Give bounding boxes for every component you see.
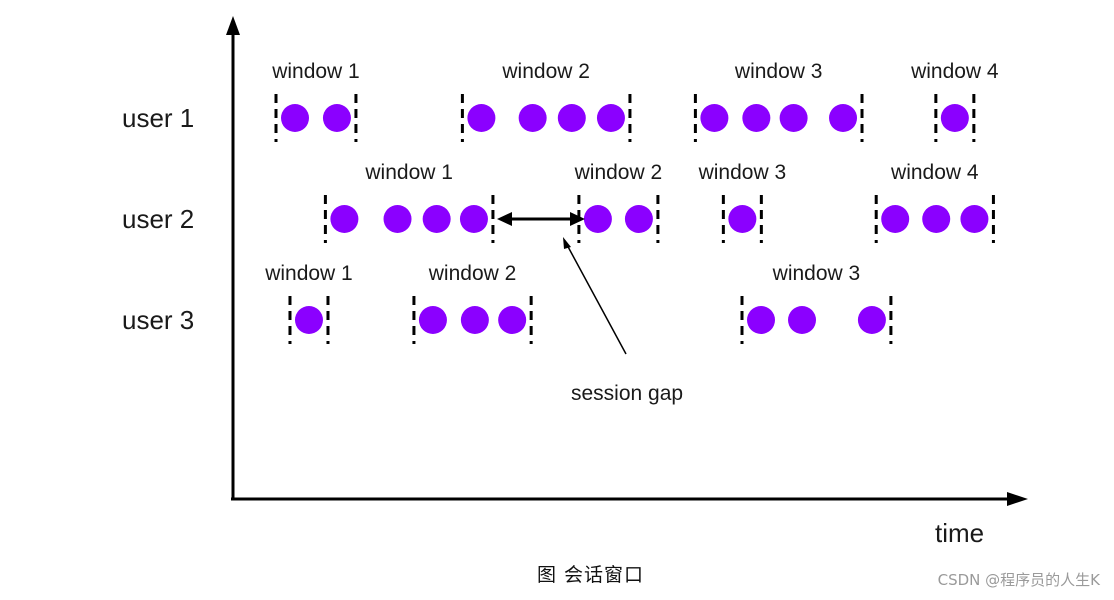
window-label: window 2 (574, 161, 663, 184)
event-dot (383, 205, 412, 233)
session-window: window 1 (323, 161, 495, 243)
event-dot (596, 104, 625, 132)
figure-caption: 图 会话窗口 (537, 564, 645, 586)
event-dot (960, 205, 989, 233)
session-gap-pointer (565, 242, 627, 355)
event-dot (742, 104, 771, 132)
event-dot (788, 306, 817, 334)
event-dot (459, 205, 488, 233)
session-window: window 2 (460, 60, 632, 142)
event-dot (294, 306, 323, 334)
session-window-diagram: time user 1 window 1 window 2 window 3 windo… (122, 16, 1028, 548)
event-dot (728, 205, 757, 233)
session-gap-annotation: session gap (497, 212, 683, 405)
event-dot (747, 306, 775, 334)
event-dot (779, 104, 808, 132)
event-dot (829, 104, 858, 132)
x-axis (231, 492, 1028, 506)
session-window: window 4 (874, 161, 995, 243)
event-dot (583, 205, 612, 233)
event-dot (700, 104, 729, 132)
event-dot (322, 104, 351, 132)
session-window: window 4 (910, 60, 999, 142)
pointer-arrowhead-icon (563, 237, 571, 249)
x-axis-arrowhead-icon (1007, 492, 1028, 506)
event-dot (281, 104, 309, 132)
event-dot (857, 306, 886, 334)
window-label: window 2 (428, 262, 517, 285)
event-dot (557, 104, 586, 132)
event-dot (467, 104, 496, 132)
window-label: window 1 (264, 262, 353, 285)
session-window: window 1 (271, 60, 360, 142)
window-label: window 4 (890, 161, 979, 184)
arrow-left-icon (497, 212, 512, 226)
user-label: user 1 (122, 103, 194, 133)
window-label: window 1 (364, 161, 453, 184)
window-label: window 1 (271, 60, 360, 83)
event-dot (418, 306, 447, 334)
window-label: window 3 (772, 262, 861, 285)
y-axis (226, 16, 240, 500)
session-window: window 3 (698, 161, 787, 243)
event-dot (940, 104, 969, 132)
user-row: user 2 window 1 window 2 window 3 window 4 (122, 161, 995, 243)
window-label: window 2 (501, 60, 590, 83)
user-row: user 1 window 1 window 2 window 3 window 4 (122, 60, 999, 142)
arrow-right-icon (570, 212, 585, 226)
y-axis-arrowhead-icon (226, 16, 240, 35)
session-window: window 3 (693, 60, 864, 142)
session-window: window 1 (264, 262, 353, 344)
session-window: window 2 (574, 161, 663, 243)
event-dot (518, 104, 547, 132)
watermark: CSDN @程序员的人生K (937, 571, 1100, 589)
user-label: user 2 (122, 204, 194, 234)
event-dot (460, 306, 489, 334)
event-dot (922, 205, 951, 233)
window-label: window 3 (698, 161, 787, 184)
user-label: user 3 (122, 305, 194, 335)
event-dot (498, 306, 527, 334)
x-axis-label: time (935, 518, 984, 548)
event-dot (330, 205, 359, 233)
window-label: window 4 (910, 60, 999, 83)
user-row: user 3 window 1 window 2 window 3 (122, 262, 893, 344)
session-gap-label: session gap (571, 382, 683, 405)
event-dot (881, 205, 910, 233)
event-dot (624, 205, 653, 233)
session-window: window 2 (412, 262, 533, 344)
event-dot (422, 205, 451, 233)
session-window: window 3 (740, 262, 893, 344)
window-label: window 3 (734, 60, 823, 83)
